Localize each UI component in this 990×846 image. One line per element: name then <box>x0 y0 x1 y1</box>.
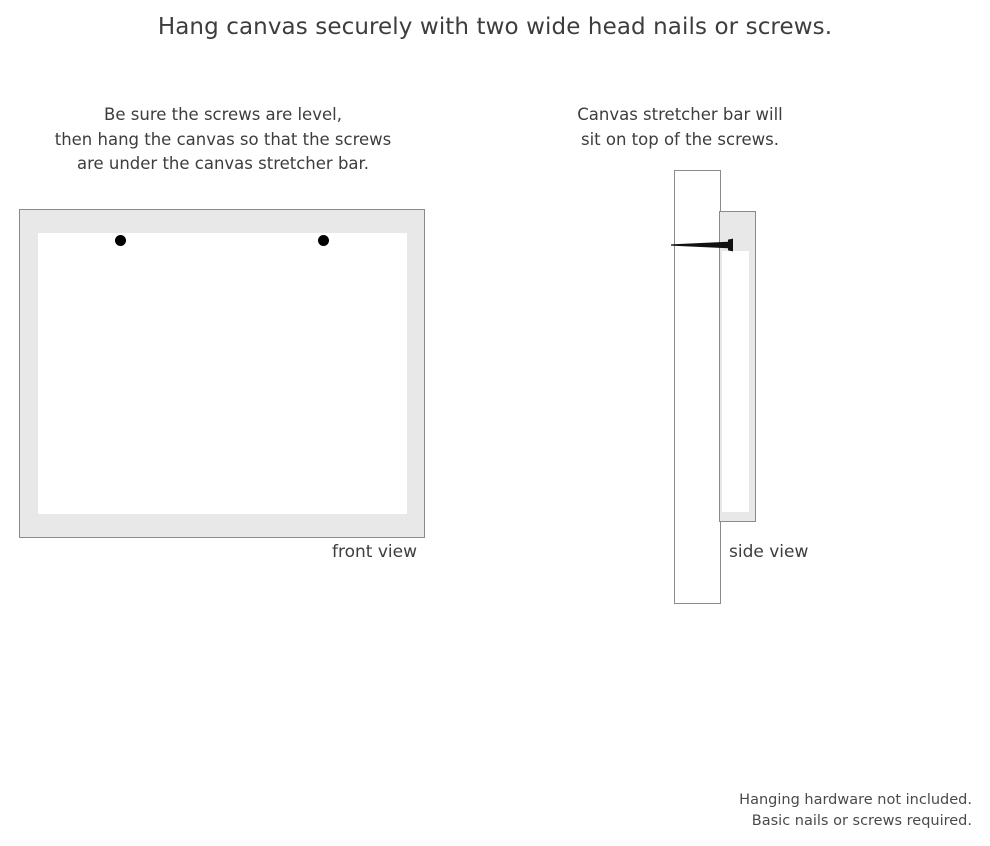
front-view-label: front view <box>332 542 417 562</box>
wall-rectangle <box>674 170 721 604</box>
right-screw-icon <box>318 235 329 246</box>
front-caption-line-1: Be sure the screws are level, <box>104 105 342 124</box>
footer-note: Hanging hardware not included. Basic nai… <box>739 790 972 832</box>
front-view-diagram <box>19 209 425 538</box>
page-title: Hang canvas securely with two wide head … <box>157 14 833 40</box>
front-caption-line-2: then hang the canvas so that the screws <box>54 129 392 149</box>
side-caption-line-2: sit on top of the screws. <box>580 129 780 149</box>
left-screw-icon <box>115 235 126 246</box>
footer-line-2: Basic nails or screws required. <box>751 813 972 829</box>
side-view-diagram <box>671 170 794 604</box>
side-view-caption: Canvas stretcher bar will sit on top of … <box>540 103 820 152</box>
side-view-label: side view <box>729 542 809 562</box>
canvas-face-front <box>38 233 407 514</box>
canvas-face-side <box>722 251 749 512</box>
front-caption-line-3: are under the canvas stretcher bar. <box>76 154 370 173</box>
footer-line-1: Hanging hardware not included. <box>739 792 972 808</box>
front-view-caption: Be sure the screws are level, then hang … <box>8 103 438 177</box>
nail-icon <box>671 236 733 252</box>
side-caption-line-1: Canvas stretcher bar will <box>577 105 783 124</box>
